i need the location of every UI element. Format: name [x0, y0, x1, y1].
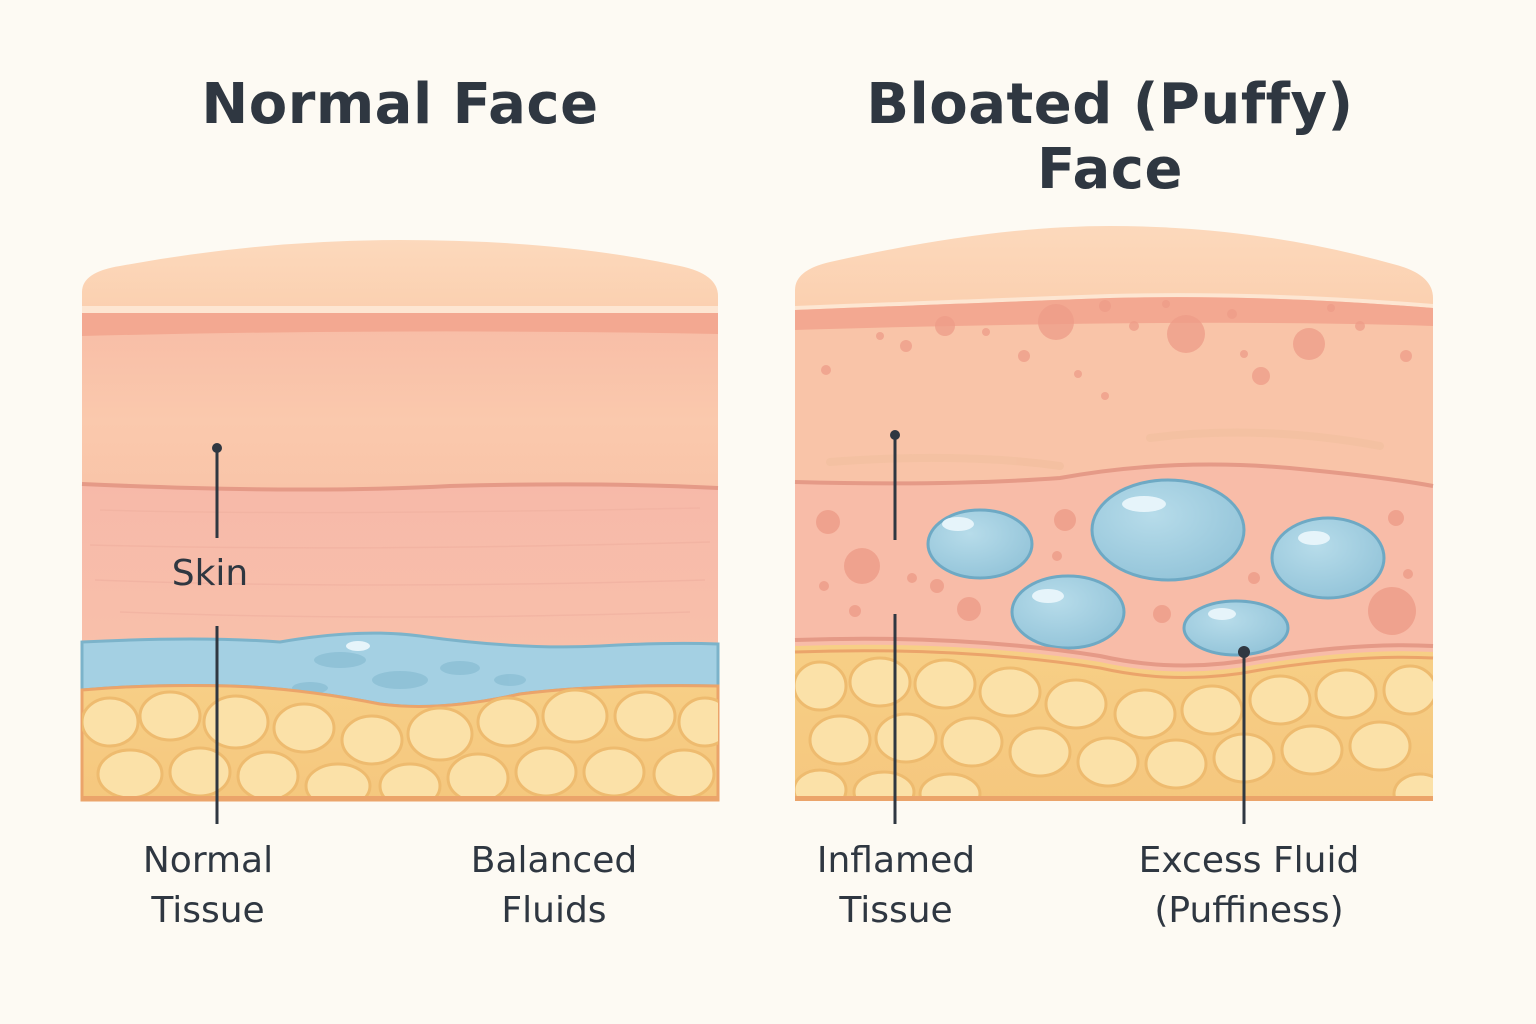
upper-dermis-layer [82, 313, 718, 493]
epidermis-cap [82, 240, 718, 308]
epidermis-cap-puffy [795, 226, 1433, 306]
normal-tissue-line1: Normal [142, 840, 274, 881]
excess-fluid-line1: Excess Fluid [1138, 840, 1360, 881]
excess-fluid-line2: (Puffiness) [1154, 890, 1344, 931]
puffy-face-title: Bloated (Puffy) Face [866, 72, 1354, 202]
skin-label: Skin [171, 553, 249, 594]
excess-fluid-label: Excess Fluid (Puffiness) [1114, 836, 1384, 936]
inflamed-tissue-label: Inflamed Tissue [786, 836, 1006, 936]
normal-skin-section [80, 240, 720, 824]
inflamed-tissue-line2: Tissue [839, 890, 953, 931]
normal-face-title: Normal Face [201, 72, 599, 137]
balanced-fluids-label: Balanced Fluids [444, 836, 664, 936]
inflamed-tissue-line1: Inflamed [816, 840, 976, 881]
normal-tissue-line2: Tissue [151, 890, 265, 931]
balanced-fluids-line2: Fluids [501, 890, 607, 931]
normal-tissue-label: Normal Tissue [108, 836, 308, 936]
inflamed-dermis-upper [795, 297, 1433, 500]
puffy-skin-section [794, 226, 1434, 824]
balanced-fluids-line1: Balanced [470, 840, 638, 881]
